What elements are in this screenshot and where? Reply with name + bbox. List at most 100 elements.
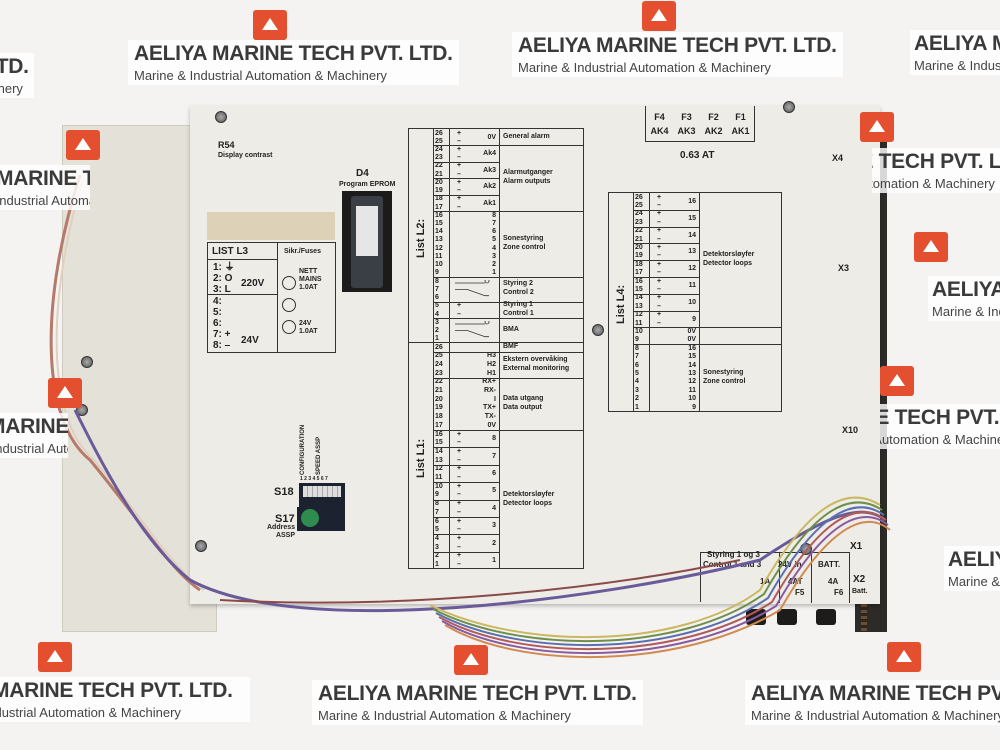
polarity-sign: – (457, 508, 461, 516)
table-line (633, 327, 699, 329)
table-line (633, 209, 699, 211)
terminal-description: Detektorsløyfer (503, 490, 555, 498)
terminal-value: 10 (688, 395, 696, 403)
terminal-value: 4 (492, 244, 496, 252)
terminal-value: 15 (688, 214, 696, 222)
terminal-value: 2 (492, 539, 496, 547)
screw (215, 111, 227, 123)
terminal-value: 0V (487, 421, 496, 429)
table-line (433, 499, 499, 501)
terminal-value: I (494, 395, 496, 403)
table-line (499, 129, 500, 342)
terminal-description: BMF (503, 342, 519, 350)
table-line (499, 318, 583, 320)
pin-number: 4 (635, 378, 639, 386)
terminal-value: 11 (688, 386, 696, 394)
pin-number: 8 (435, 500, 439, 508)
pin-number: 24 (435, 360, 443, 368)
pin-number: 8 (435, 277, 439, 285)
s17-label: S17 (275, 513, 295, 525)
dip-numbers: 1 2 3 4 5 6 7 (300, 476, 328, 482)
fuses-title: Sikr./Fuses (284, 248, 321, 255)
pin-number: 24 (435, 145, 443, 153)
polarity-sign: – (457, 137, 461, 145)
s17-rotary-switch[interactable] (297, 507, 345, 531)
terminal-value: Ak4 (483, 150, 496, 158)
polarity-sign: – (657, 302, 661, 310)
screw (783, 101, 795, 113)
pin-number: 2 (435, 552, 439, 560)
polarity-sign: + (457, 145, 462, 153)
terminal-value: 6 (492, 228, 496, 236)
terminal-value: H2 (487, 360, 496, 368)
pin-number: 12 (435, 244, 443, 252)
watermark-logo (38, 642, 72, 672)
pin-number: 19 (435, 404, 443, 412)
watermark: AELIYA MARINE TECH PVT. LTD.Marine & Ind… (944, 546, 1000, 591)
s18-dip-switch[interactable] (299, 483, 345, 507)
fuse-f5-rating: 4AT (788, 577, 803, 586)
watermark-logo (860, 112, 894, 142)
voltage-220: 220V (241, 278, 265, 289)
watermark: AELIYA MARINE TECH PVT. LTD.Marine & Ind… (0, 53, 34, 98)
fuse-holder-f6[interactable] (816, 609, 836, 625)
pin-number: 23 (435, 154, 443, 162)
pin-number: 8 (635, 344, 639, 352)
watermark-logo (48, 378, 82, 408)
fuse-mains-holder[interactable] (282, 276, 296, 290)
watermark: AELIYA MARINE TECH PVT. LTD.Marine & Ind… (312, 680, 643, 725)
table-line (699, 327, 781, 329)
terminal-value: 6 (492, 470, 496, 477)
polarity-sign: + (457, 178, 462, 186)
table-line (699, 344, 781, 346)
terminal-value: 7 (492, 452, 496, 460)
terminal-description: Zone control (503, 244, 546, 252)
terminal-value: 9 (692, 403, 696, 411)
polarity-sign: + (457, 552, 462, 560)
terminal-description: Data output (503, 403, 542, 411)
terminal-value: H3 (487, 352, 496, 360)
screw (81, 356, 93, 368)
polarity-sign: – (457, 526, 461, 534)
table-line (649, 193, 650, 411)
terminal-value: 9 (692, 315, 696, 323)
table-line (499, 211, 583, 213)
terminal-description: BMA (503, 326, 519, 334)
polarity-sign: – (457, 439, 461, 447)
watermark: AELIYA MARINE TECH PVT. LTD.Marine & Ind… (928, 276, 1000, 321)
polarity-sign: – (457, 170, 461, 178)
terminal-description: Zone control (703, 377, 746, 385)
d4-desc: Program EPROM (339, 181, 396, 188)
polarity-sign: – (657, 319, 661, 327)
polarity-sign: – (657, 235, 661, 243)
fuse-spare-holder[interactable] (282, 298, 296, 312)
fuse-24v-holder[interactable] (282, 320, 296, 334)
polarity-sign: + (657, 210, 662, 218)
watermark-logo (880, 366, 914, 396)
table-line (499, 430, 583, 431)
table-line (433, 161, 499, 163)
table-line (499, 343, 500, 568)
table-line (633, 310, 699, 312)
table-line (433, 301, 499, 303)
pin-number: 4 (435, 310, 439, 318)
table-line (433, 211, 499, 213)
pin-number: 4 (435, 534, 439, 542)
fuse-f6: F6 (834, 588, 844, 597)
table-line (433, 447, 499, 449)
table-line (433, 343, 434, 568)
terminal-value: 13 (688, 369, 696, 377)
terminal-description: General alarm (503, 132, 550, 140)
d4-label: D4 (356, 168, 369, 179)
pin-number: 26 (435, 129, 443, 137)
fuse-holder-f5[interactable] (777, 609, 797, 625)
terminal-value: 16 (688, 344, 696, 352)
terminal-value: 7 (492, 220, 496, 228)
terminal-value: TX- (484, 413, 496, 421)
pin-number: 23 (435, 369, 443, 377)
